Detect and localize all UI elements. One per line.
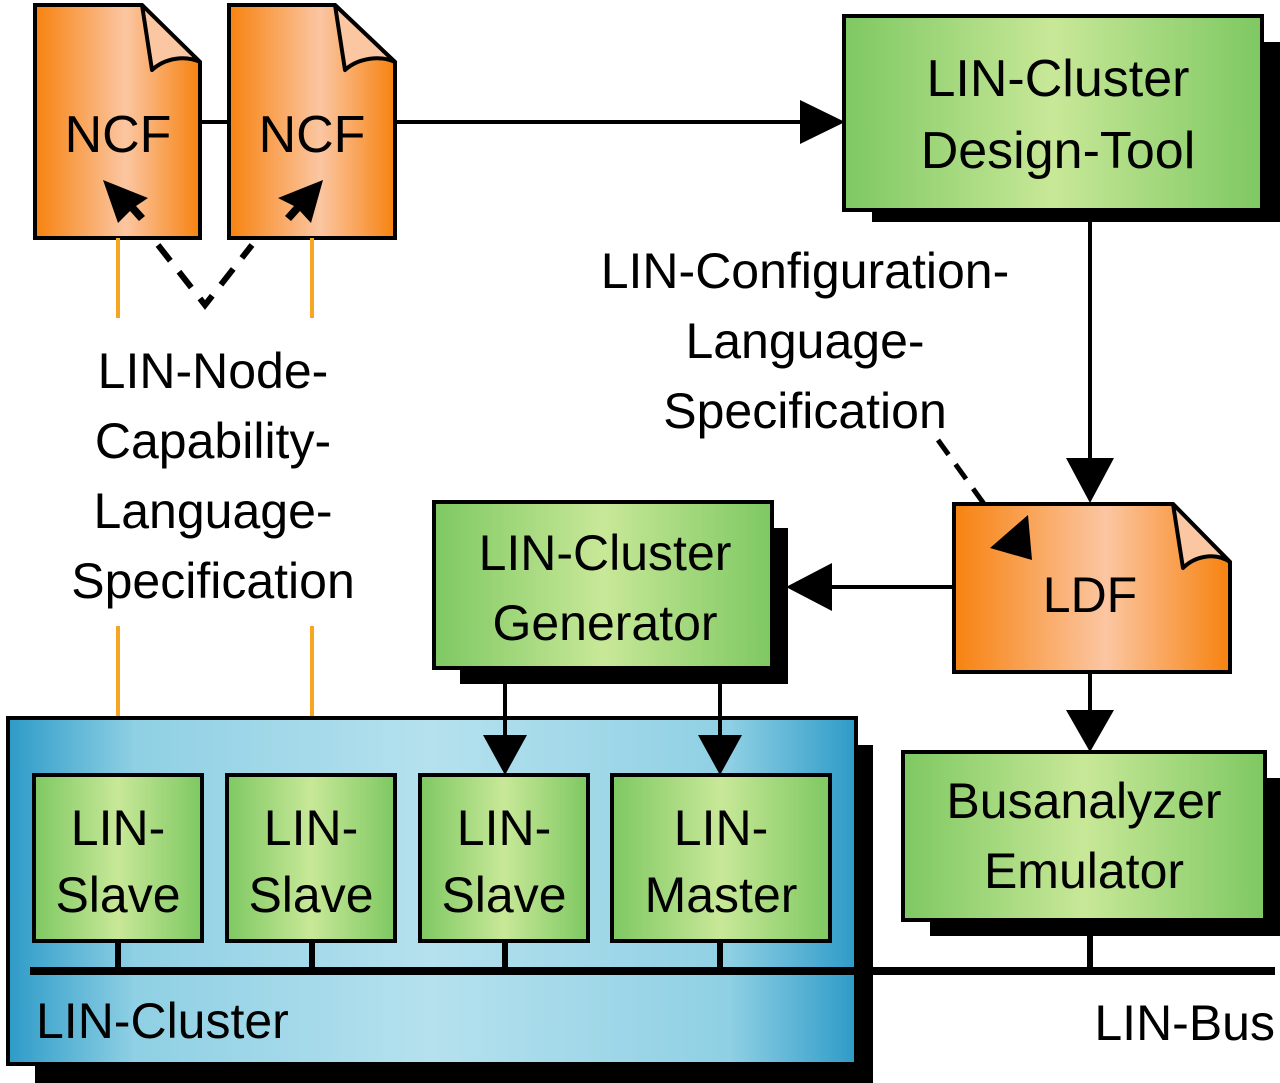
svg-text:LIN-: LIN-	[457, 800, 551, 856]
svg-text:Design-Tool: Design-Tool	[921, 122, 1196, 180]
svg-text:Specification: Specification	[71, 553, 355, 609]
design-tool-box[interactable]: LIN-Cluster Design-Tool	[842, 14, 1280, 222]
svg-text:LIN-: LIN-	[71, 800, 165, 856]
svg-text:LIN-Node-: LIN-Node-	[98, 343, 329, 399]
cluster-generator-box[interactable]: LIN-Cluster Generator	[432, 500, 788, 684]
configuration-spec-label: LIN-Configuration- Language- Specificati…	[601, 243, 1010, 439]
arrow-cursor-icon	[103, 180, 148, 223]
cluster-label: LIN-Cluster	[36, 993, 289, 1049]
svg-text:LIN-Cluster: LIN-Cluster	[927, 50, 1190, 108]
svg-text:LIN-: LIN-	[264, 800, 358, 856]
svg-text:LDF: LDF	[1043, 567, 1137, 623]
arrowhead-icon	[698, 735, 742, 775]
node-capability-spec-label: LIN-Node- Capability- Language- Specific…	[71, 343, 355, 609]
arrow-cursor-icon	[278, 180, 323, 223]
lin-master-node[interactable]: LIN- Master	[610, 773, 832, 971]
page-fold-icon	[333, 3, 397, 72]
svg-text:Language-: Language-	[685, 313, 924, 369]
page-fold-icon	[1171, 502, 1232, 570]
dashed-reference-line	[155, 243, 255, 310]
arrowhead-icon	[1066, 710, 1114, 752]
svg-text:Language-: Language-	[93, 483, 332, 539]
page-fold-icon	[140, 3, 202, 72]
svg-text:Busanalyzer: Busanalyzer	[946, 773, 1221, 829]
svg-text:LIN-Cluster: LIN-Cluster	[479, 525, 732, 581]
svg-text:Slave: Slave	[441, 867, 566, 923]
svg-text:Master: Master	[645, 867, 798, 923]
arrowhead-icon	[786, 563, 832, 611]
lin-bus-label: LIN-Bus	[1094, 995, 1275, 1051]
ncf-label: NCF	[65, 106, 172, 164]
arrowhead-icon	[800, 100, 845, 144]
lin-slave-node-2[interactable]: LIN- Slave	[225, 773, 397, 971]
svg-text:Emulator: Emulator	[984, 843, 1184, 899]
ncf-file-1[interactable]: NCF	[33, 3, 202, 240]
arrowhead-icon	[483, 735, 527, 775]
ncf-label: NCF	[259, 106, 366, 164]
lin-slave-node-1[interactable]: LIN- Slave	[32, 773, 204, 971]
svg-text:Generator: Generator	[492, 595, 717, 651]
busanalyzer-box[interactable]: Busanalyzer Emulator	[901, 750, 1280, 971]
svg-text:LIN-Configuration-: LIN-Configuration-	[601, 243, 1010, 299]
svg-text:Slave: Slave	[55, 867, 180, 923]
svg-text:LIN-: LIN-	[674, 800, 768, 856]
arrowhead-icon	[1066, 458, 1114, 503]
svg-text:Slave: Slave	[248, 867, 373, 923]
ldf-file[interactable]: LDF	[952, 502, 1232, 674]
lin-slave-node-3[interactable]: LIN- Slave	[418, 773, 590, 971]
svg-text:Capability-: Capability-	[95, 413, 331, 469]
ncf-file-2[interactable]: NCF	[227, 2, 397, 240]
arrowhead-icon	[990, 515, 1032, 560]
svg-text:Specification: Specification	[663, 383, 947, 439]
